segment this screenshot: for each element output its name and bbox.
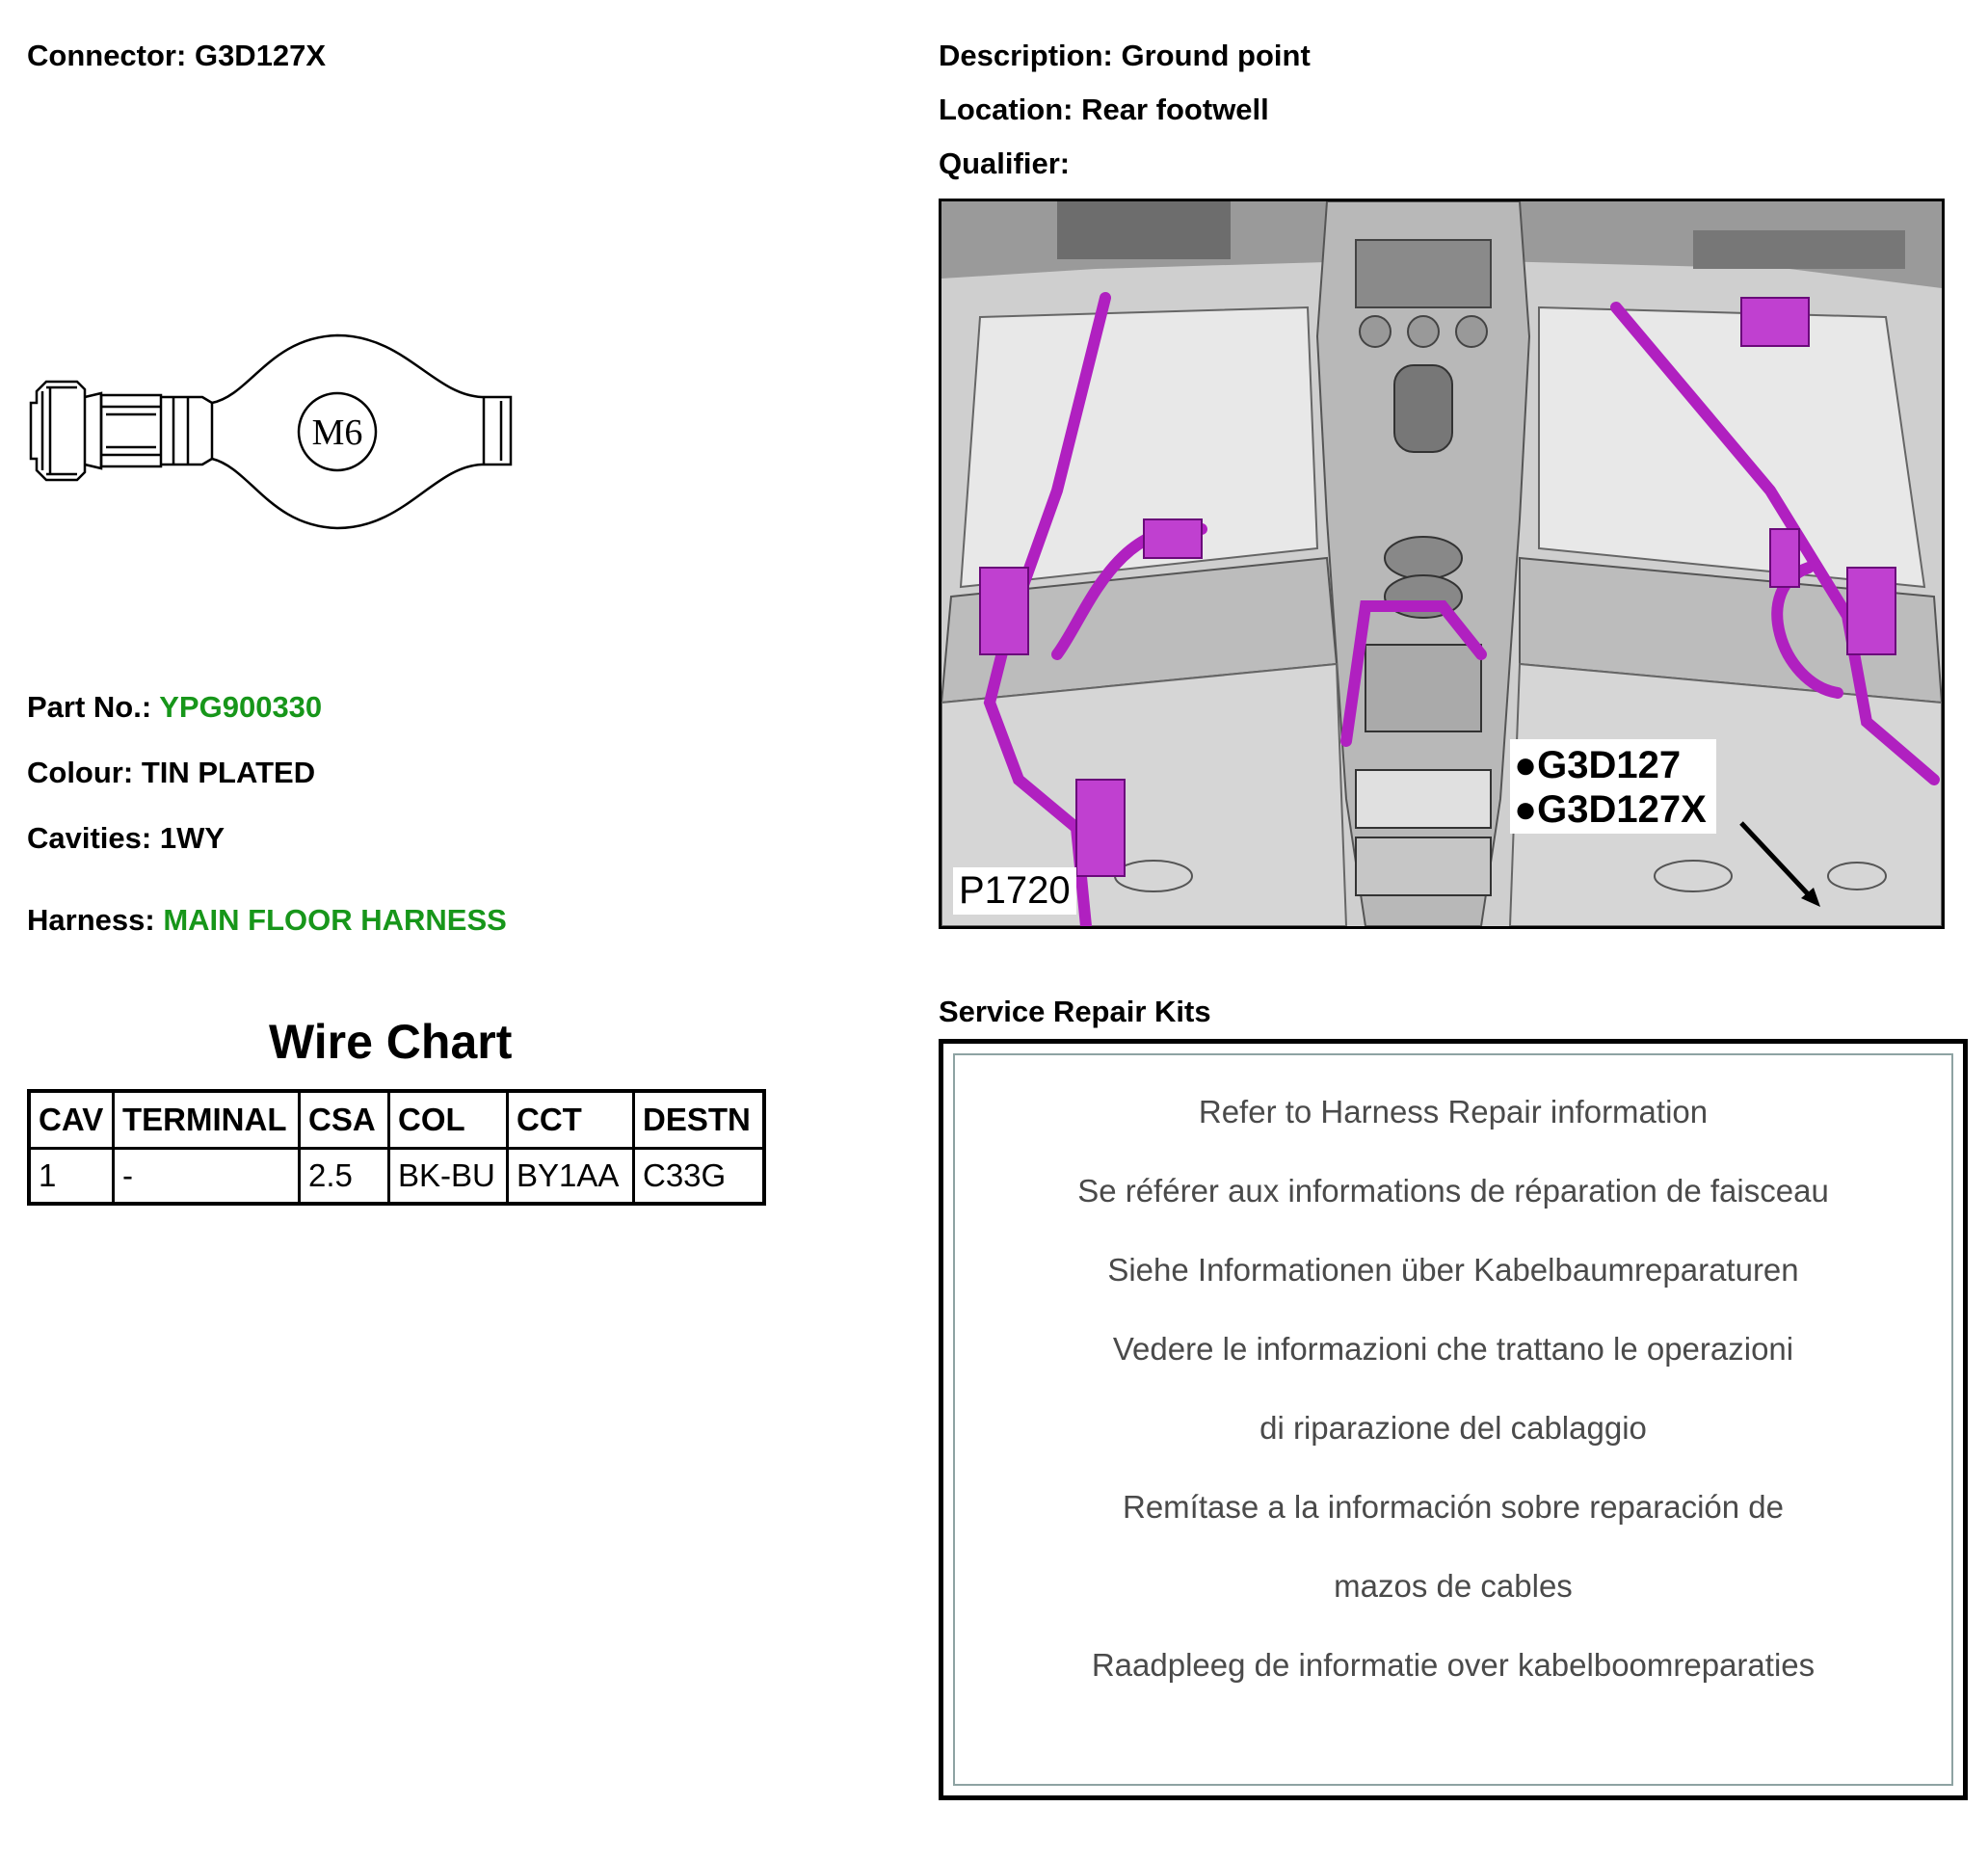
location-photo: ●G3D127 ●G3D127X P1720 — [939, 199, 1945, 929]
part-no-label: Part No.: — [27, 690, 152, 724]
wire-chart-header-row: CAV TERMINAL CSA COL CCT DESTN — [27, 1089, 766, 1150]
ring-terminal-drawing: M6 — [29, 333, 513, 530]
col-header-destn: DESTN — [632, 1089, 766, 1150]
wire-chart-table: CAV TERMINAL CSA COL CCT DESTN 1 - 2.5 B… — [27, 1089, 766, 1206]
col-header-terminal: TERMINAL — [112, 1089, 301, 1150]
callout-g3d127x: ●G3D127X — [1514, 788, 1707, 831]
cell-col: BK-BU — [387, 1147, 509, 1206]
colour-label: Colour: — [27, 756, 134, 789]
kit-line-it-2: di riparazione del cablaggio — [1259, 1410, 1647, 1446]
location-label: Location: — [939, 93, 1074, 126]
ground-point-callout: ●G3D127 ●G3D127X — [1510, 739, 1716, 834]
cavities-label: Cavities: — [27, 821, 152, 855]
part-no-link[interactable]: YPG900330 — [159, 690, 323, 724]
part-no-line: Part No.: YPG900330 — [27, 690, 322, 725]
qualifier-line: Qualifier: — [939, 146, 1070, 181]
kit-line-es-2: mazos de cables — [1334, 1568, 1573, 1604]
cell-cav: 1 — [27, 1147, 115, 1206]
service-repair-kits-box: Refer to Harness Repair information Se r… — [939, 1039, 1968, 1800]
harness-label: Harness: — [27, 903, 155, 937]
kit-line-it-1: Vedere le informazioni che trattano le o… — [1112, 1331, 1794, 1367]
col-header-cav: CAV — [27, 1089, 115, 1150]
connector-value: G3D127X — [194, 39, 327, 72]
kit-line-es-1: Remítase a la información sobre reparaci… — [1122, 1489, 1785, 1525]
kit-line-en: Refer to Harness Repair information — [1198, 1094, 1709, 1129]
colour-line: Colour: TIN PLATED — [27, 756, 315, 790]
col-header-csa: CSA — [298, 1089, 390, 1150]
harness-line: Harness: MAIN FLOOR HARNESS — [27, 903, 507, 938]
service-repair-kits-title: Service Repair Kits — [939, 995, 1211, 1028]
col-header-cct: CCT — [506, 1089, 635, 1150]
cell-terminal: - — [112, 1147, 301, 1206]
harness-link[interactable]: MAIN FLOOR HARNESS — [163, 903, 507, 937]
colour-value: TIN PLATED — [141, 756, 316, 789]
callout-g3d127: ●G3D127 — [1514, 744, 1682, 786]
description-line: Description: Ground point — [939, 39, 1311, 73]
vehicle-floor-illustration — [941, 201, 1942, 926]
qualifier-label: Qualifier: — [939, 146, 1071, 180]
location-value: Rear footwell — [1081, 93, 1269, 126]
cell-cct: BY1AA — [506, 1147, 635, 1206]
connector-line: Connector: G3D127X — [27, 39, 326, 73]
cavities-line: Cavities: 1WY — [27, 821, 225, 856]
cell-destn: C33G — [632, 1147, 766, 1206]
location-line: Location: Rear footwell — [939, 93, 1269, 127]
figure-id-label: P1720 — [953, 867, 1076, 915]
cell-csa: 2.5 — [298, 1147, 390, 1206]
kit-line-de: Siehe Informationen über Kabelbaumrepara… — [1107, 1252, 1799, 1288]
description-label: Description: — [939, 39, 1113, 72]
col-header-col: COL — [387, 1089, 509, 1150]
stud-size-label: M6 — [312, 412, 363, 453]
connector-label: Connector: — [27, 39, 187, 72]
kit-line-nl: Raadpleeg de informatie over kabelboomre… — [1091, 1647, 1816, 1683]
wire-chart-title: Wire Chart — [269, 1015, 513, 1069]
cavities-value: 1WY — [159, 821, 225, 855]
service-repair-kits-inner-frame: Refer to Harness Repair information Se r… — [953, 1053, 1953, 1786]
table-row: 1 - 2.5 BK-BU BY1AA C33G — [27, 1147, 766, 1206]
kit-line-fr: Se référer aux informations de réparatio… — [1077, 1173, 1829, 1209]
description-value: Ground point — [1121, 39, 1311, 72]
